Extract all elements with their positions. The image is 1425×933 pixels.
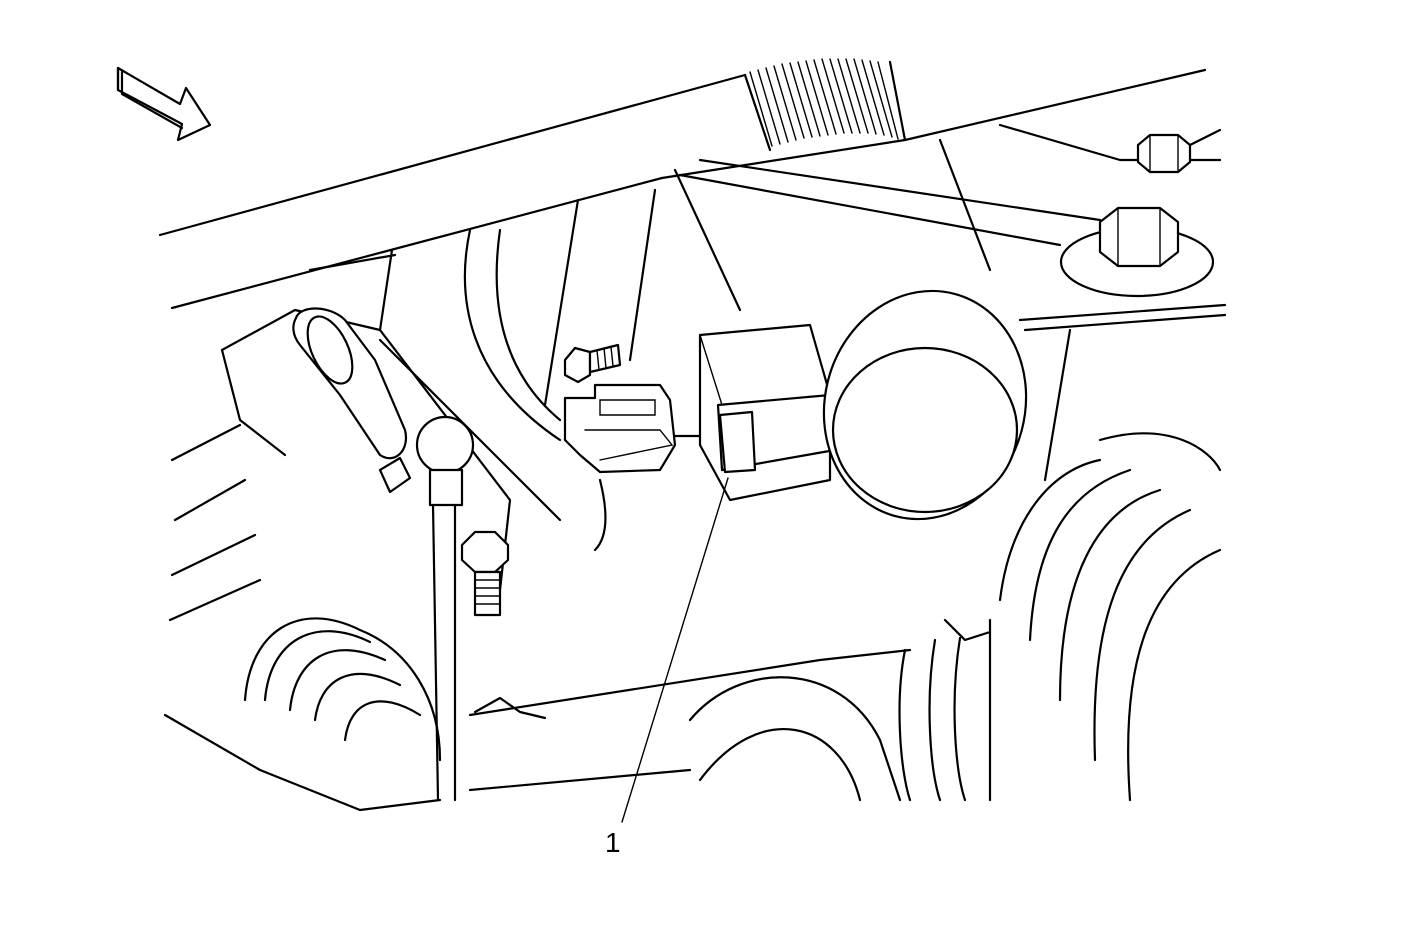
bracket-bolt: [1136, 133, 1192, 174]
headlamp-leveling-sensor: [698, 289, 1028, 521]
sensor-bolt-upper: [563, 343, 622, 384]
sensor-mounting-bracket: [463, 168, 742, 552]
steering-tie-rod: [468, 648, 912, 802]
chassis-bracket: [678, 123, 1227, 482]
suspension-housing: [163, 248, 562, 812]
sensor-link-arm: [292, 307, 412, 494]
forward-direction-arrow-icon: [116, 66, 212, 142]
bracket-bolt-with-washer: [1059, 206, 1215, 298]
steering-gear-boot-right: [898, 432, 1222, 802]
callout-leader-line: [621, 477, 729, 823]
callout-1: 1: [605, 477, 729, 858]
harness-connector: [563, 383, 722, 474]
callout-number: 1: [605, 827, 621, 858]
link-rod: [431, 503, 457, 802]
frame-crossmember: [158, 58, 1207, 310]
threaded-section: [749, 58, 899, 147]
sensor-bolt-lower: [460, 530, 510, 617]
ball-joint: [415, 415, 475, 507]
steering-gear-boot-left: [243, 617, 442, 762]
